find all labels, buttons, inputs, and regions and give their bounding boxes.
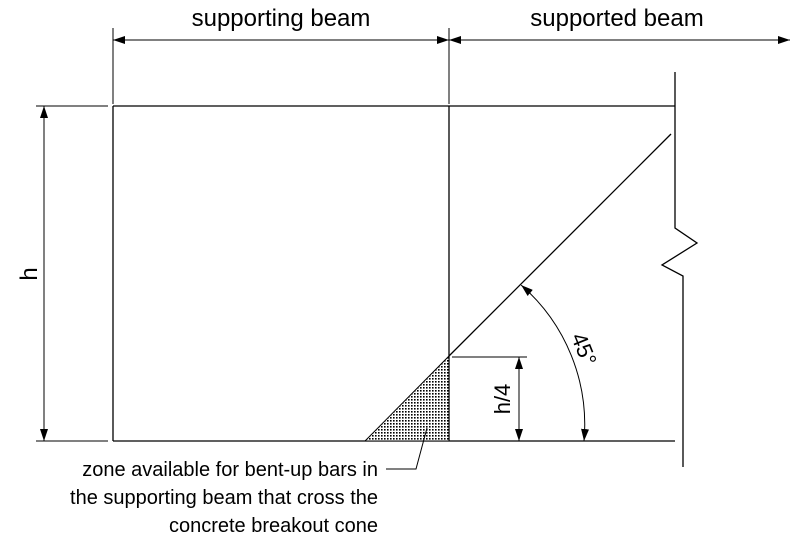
note-line-1: zone available for bent-up bars in bbox=[82, 459, 378, 481]
supporting-beam-label: supporting beam bbox=[192, 5, 371, 32]
breakout-cone-line bbox=[448, 133, 672, 357]
angle-dimension: 45° bbox=[520, 284, 602, 442]
note-line-3: concrete breakout cone bbox=[169, 515, 378, 537]
supported-beam-dimension: supported beam bbox=[449, 5, 790, 44]
supported-beam-label: supported beam bbox=[530, 5, 703, 32]
height-dimension: h bbox=[16, 105, 108, 442]
angle-label: 45° bbox=[566, 329, 602, 369]
angle-arc bbox=[520, 284, 590, 442]
break-line bbox=[660, 72, 699, 467]
bent-up-bar-zone bbox=[363, 354, 450, 442]
note-line-2: the supporting beam that cross the bbox=[70, 487, 378, 509]
height-label: h bbox=[16, 267, 43, 280]
supporting-beam-dimension: supporting beam bbox=[112, 5, 450, 104]
quarter-height-label: h/4 bbox=[490, 384, 515, 415]
zone-note: zone available for bent-up bars in the s… bbox=[70, 459, 378, 537]
supporting-beam-section bbox=[112, 105, 675, 442]
quarter-height-dimension: h/4 bbox=[452, 356, 527, 441]
note-leader-line bbox=[386, 427, 428, 470]
